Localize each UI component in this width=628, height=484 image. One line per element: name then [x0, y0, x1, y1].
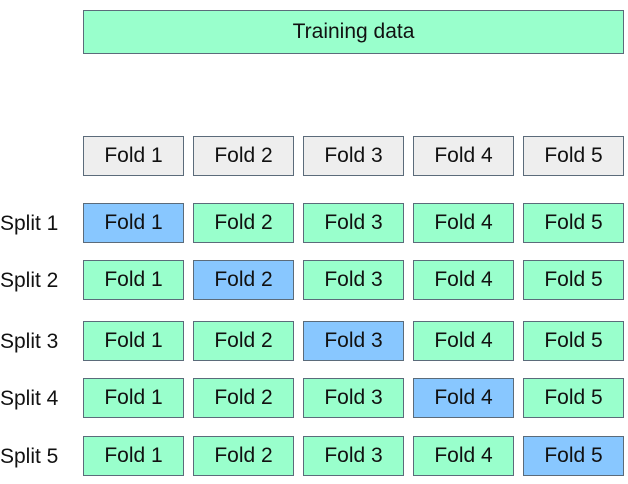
split-1-fold-1-test: Fold 1 [83, 203, 184, 243]
split-1-fold-5-train: Fold 5 [523, 203, 624, 243]
split-3-fold-4-train: Fold 4 [413, 321, 514, 361]
header-fold-3: Fold 3 [303, 136, 404, 176]
split-5-fold-5-test: Fold 5 [523, 436, 624, 476]
split-5-fold-4-train: Fold 4 [413, 436, 514, 476]
split-4-fold-1-train: Fold 1 [83, 378, 184, 418]
split-2-fold-5-train: Fold 5 [523, 260, 624, 300]
split-5-fold-1-train: Fold 1 [83, 436, 184, 476]
split-1-fold-3-train: Fold 3 [303, 203, 404, 243]
split-label-2: Split 2 [0, 269, 59, 292]
split-2-fold-3-train: Fold 3 [303, 260, 404, 300]
split-label-1: Split 1 [0, 212, 59, 235]
split-3-fold-1-train: Fold 1 [83, 321, 184, 361]
split-3-fold-3-test: Fold 3 [303, 321, 404, 361]
split-label-5: Split 5 [0, 445, 59, 468]
training-data-box: Training data [83, 10, 624, 54]
split-4-fold-3-train: Fold 3 [303, 378, 404, 418]
header-fold-1: Fold 1 [83, 136, 184, 176]
split-1-fold-2-train: Fold 2 [193, 203, 294, 243]
split-2-fold-4-train: Fold 4 [413, 260, 514, 300]
header-fold-4: Fold 4 [413, 136, 514, 176]
split-5-fold-2-train: Fold 2 [193, 436, 294, 476]
split-3-fold-2-train: Fold 2 [193, 321, 294, 361]
header-fold-5: Fold 5 [523, 136, 624, 176]
split-label-4: Split 4 [0, 387, 59, 410]
split-4-fold-4-test: Fold 4 [413, 378, 514, 418]
split-2-fold-2-test: Fold 2 [193, 260, 294, 300]
split-5-fold-3-train: Fold 3 [303, 436, 404, 476]
split-4-fold-5-train: Fold 5 [523, 378, 624, 418]
split-1-fold-4-train: Fold 4 [413, 203, 514, 243]
header-fold-2: Fold 2 [193, 136, 294, 176]
split-3-fold-5-train: Fold 5 [523, 321, 624, 361]
split-4-fold-2-train: Fold 2 [193, 378, 294, 418]
split-2-fold-1-train: Fold 1 [83, 260, 184, 300]
split-label-3: Split 3 [0, 330, 59, 353]
